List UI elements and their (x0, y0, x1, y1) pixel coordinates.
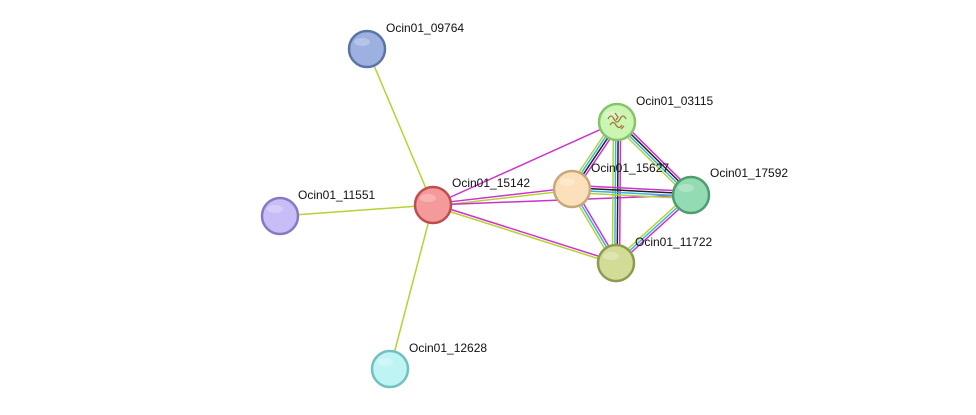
edge-Ocin01_15142-Ocin01_11551[interactable] (279, 204, 434, 217)
node-circle[interactable] (413, 185, 453, 225)
edge-evidence-line (571, 189, 691, 197)
node-label: Ocin01_15627 (591, 161, 669, 175)
node-highlight (420, 194, 436, 202)
node-label: Ocin01_03115 (636, 94, 714, 108)
node-Ocin01_09764[interactable]: Ocin01_09764 (347, 21, 464, 69)
edge-evidence-line (432, 187, 572, 205)
node-label: Ocin01_09764 (386, 21, 464, 35)
node-Ocin01_03115[interactable]: Ocin01_03115 (597, 94, 714, 142)
edge-Ocin01_15142-Ocin01_11722[interactable] (432, 203, 617, 265)
node-label: Ocin01_15142 (452, 176, 530, 190)
node-Ocin01_17592[interactable]: Ocin01_17592 (671, 166, 788, 215)
node-label: Ocin01_12628 (409, 341, 487, 355)
node-circle[interactable] (260, 196, 300, 236)
node-circle[interactable] (370, 349, 410, 389)
node-highlight (377, 358, 393, 366)
edge-evidence-line (571, 191, 691, 200)
node-highlight (267, 205, 283, 213)
node-Ocin01_11551[interactable]: Ocin01_11551 (260, 188, 376, 236)
node-label: Ocin01_11722 (635, 235, 713, 249)
edge-evidence-line (572, 187, 692, 195)
node-highlight (678, 184, 694, 192)
node-Ocin01_15627[interactable]: Ocin01_15627 (552, 161, 669, 209)
node-highlight (354, 38, 370, 46)
edge-evidence-line (433, 203, 617, 263)
edge-evidence-line (432, 121, 618, 206)
node-highlight (559, 178, 575, 186)
edge-evidence-line (432, 205, 616, 265)
node-circle[interactable] (671, 175, 711, 215)
edge-Ocin01_15627-Ocin01_17592[interactable] (571, 184, 692, 200)
node-Ocin01_15142[interactable]: Ocin01_15142 (413, 176, 530, 225)
node-circle[interactable] (552, 169, 592, 209)
protein-structure-icon (607, 112, 627, 130)
node-highlight (603, 252, 619, 260)
node-label: Ocin01_11551 (298, 188, 376, 202)
node-label: Ocin01_17592 (710, 166, 788, 180)
node-highlight (604, 111, 620, 119)
node-circle[interactable] (347, 29, 387, 69)
node-Ocin01_12628[interactable]: Ocin01_12628 (370, 341, 487, 389)
edge-evidence-line (572, 184, 692, 193)
edge-Ocin01_15142-Ocin01_12628[interactable] (389, 204, 434, 370)
edge-evidence-line (366, 48, 434, 206)
edge-Ocin01_15142-Ocin01_03115[interactable] (432, 121, 618, 206)
edge-evidence-line (279, 204, 434, 217)
node-circle[interactable] (596, 243, 636, 283)
edges-layer (279, 48, 695, 370)
edge-evidence-line (389, 204, 434, 370)
node-Ocin01_11722[interactable]: Ocin01_11722 (596, 235, 713, 283)
edge-Ocin01_15142-Ocin01_09764[interactable] (366, 48, 434, 206)
edge-Ocin01_15142-Ocin01_15627[interactable] (432, 187, 573, 207)
